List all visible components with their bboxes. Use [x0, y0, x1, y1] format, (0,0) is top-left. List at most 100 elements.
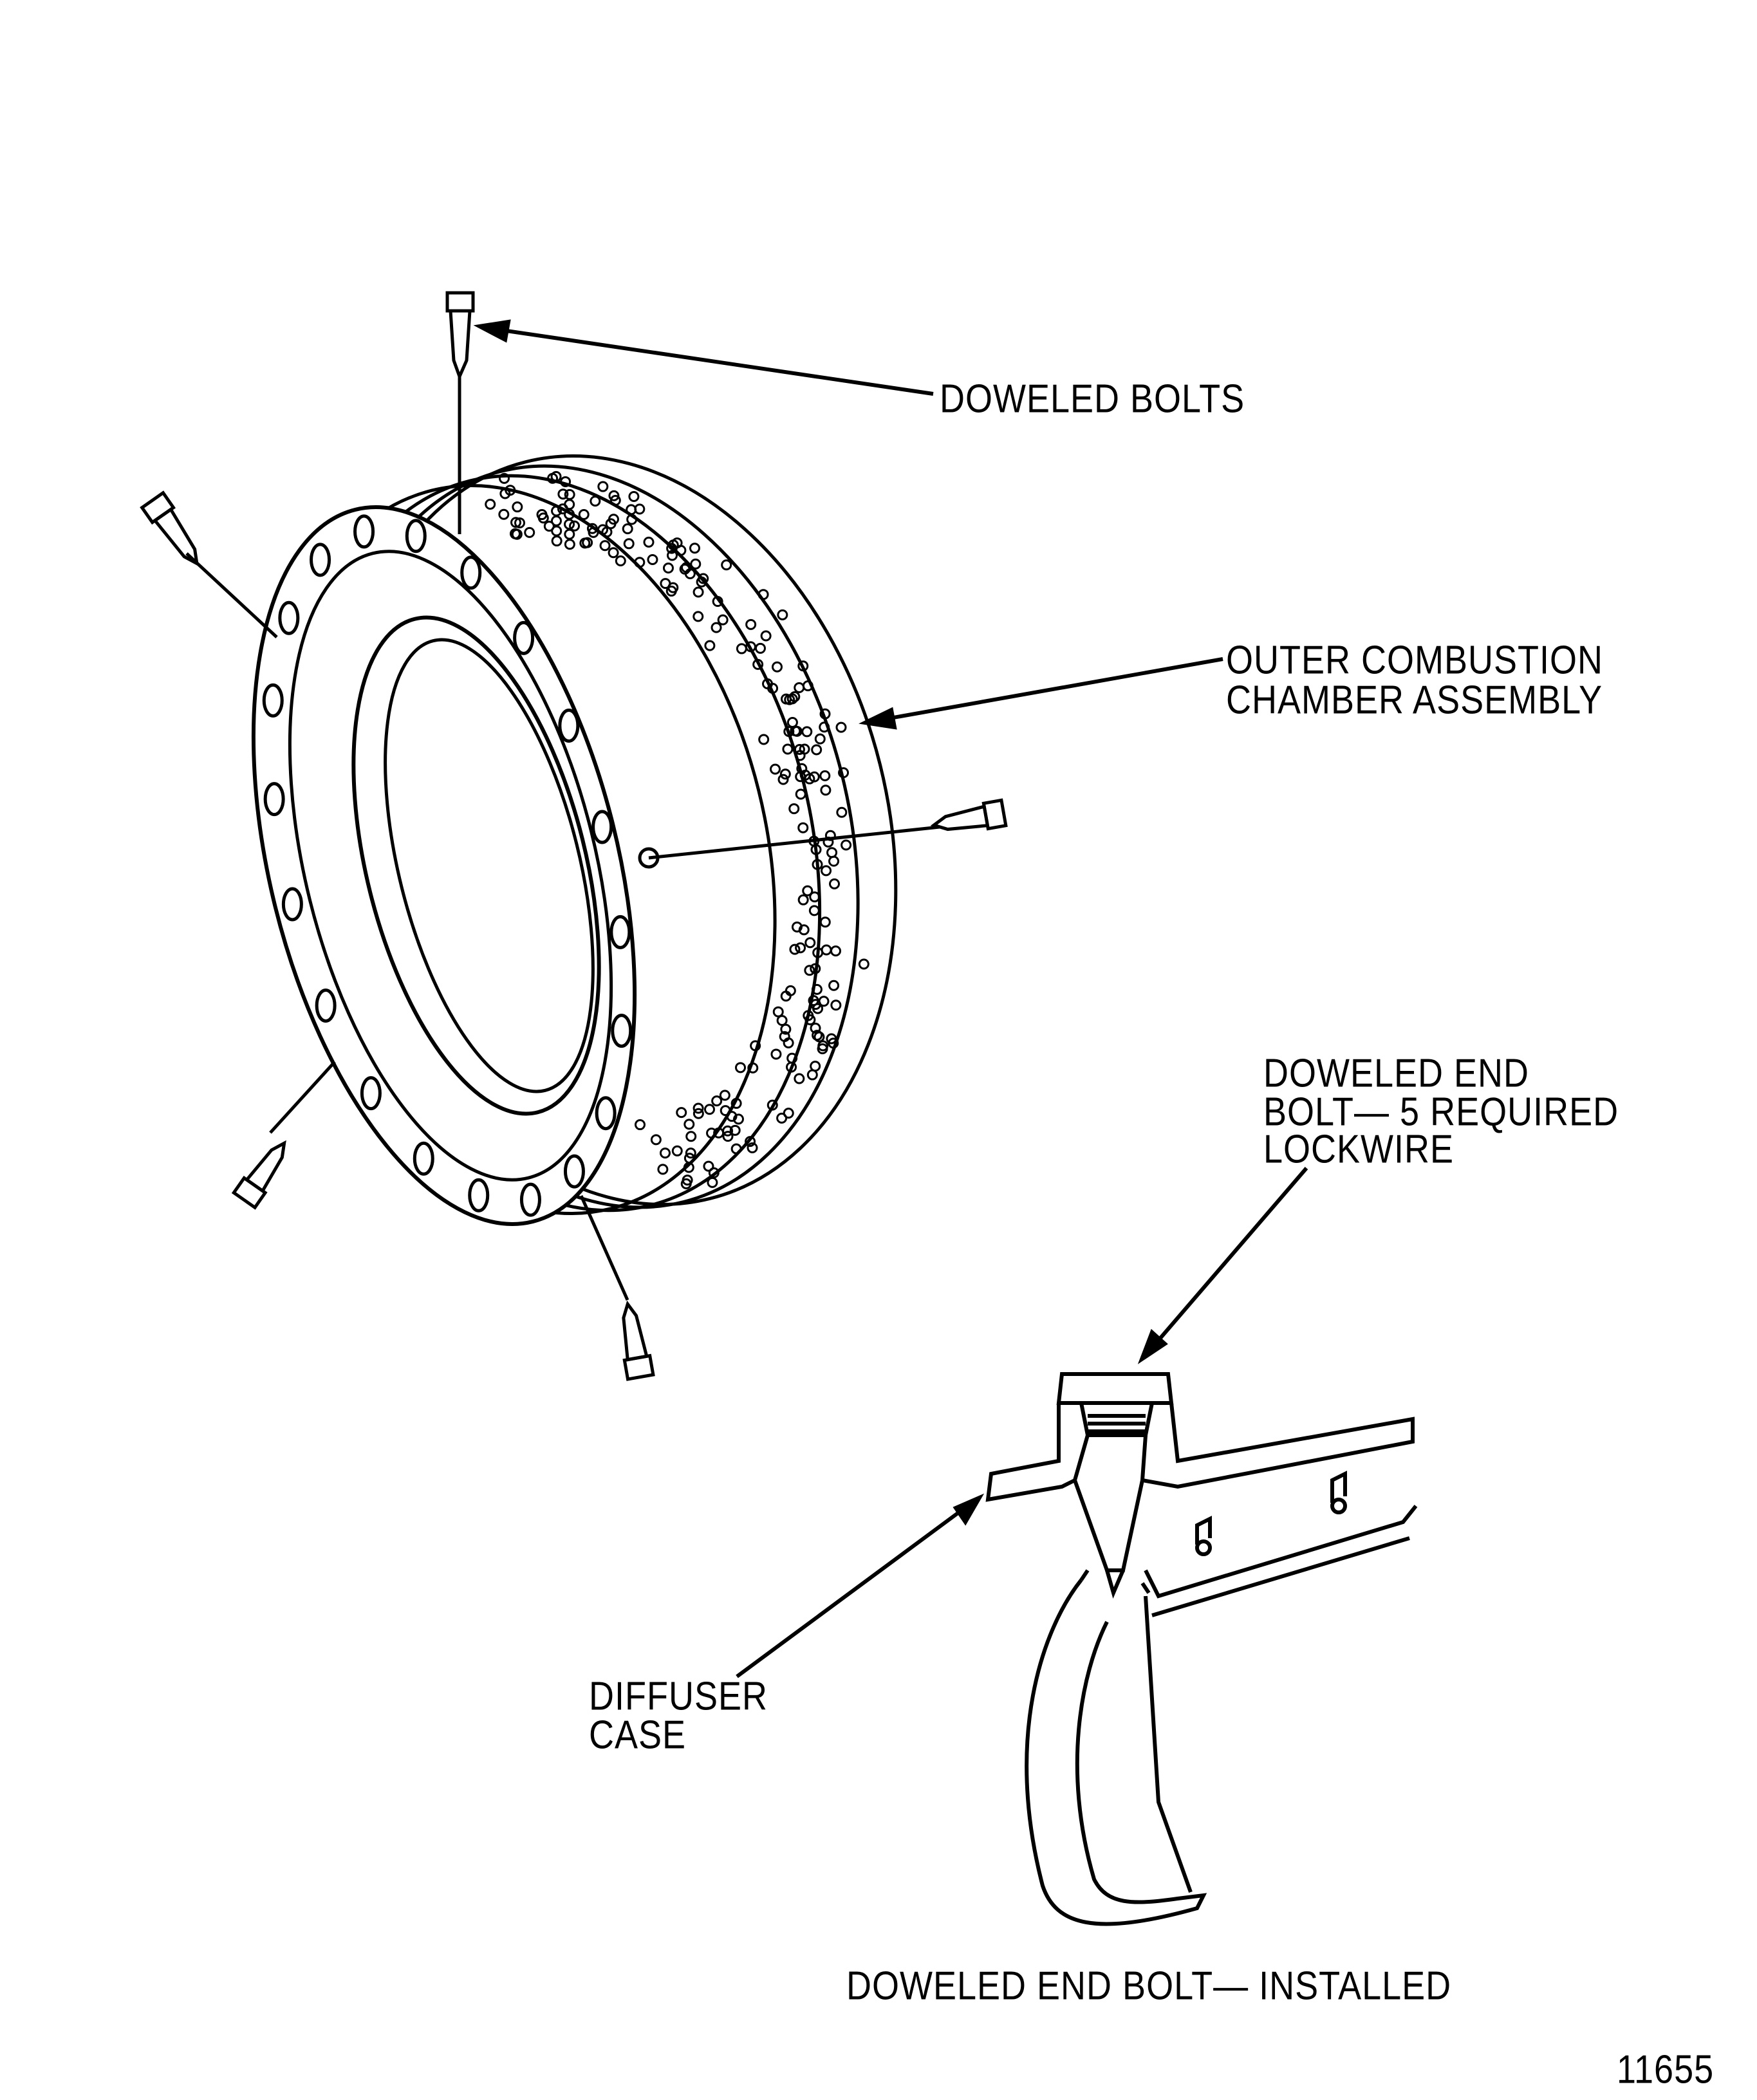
cooling-hole: [780, 1023, 792, 1035]
cooling-hole: [858, 958, 869, 970]
cooling-hole: [776, 1015, 788, 1027]
cooling-hole: [721, 559, 732, 571]
cooling-hole: [608, 547, 619, 559]
diffuser-label-line2: CASE: [589, 1713, 687, 1758]
flange-hole: [519, 1182, 541, 1217]
cooling-hole: [659, 1148, 671, 1159]
bolt-leader-line: [579, 1194, 629, 1301]
end-bolt-label-line3: LOCKWIRE: [1263, 1127, 1455, 1172]
cooling-hole: [783, 1037, 794, 1049]
bolt-leader-line: [648, 825, 940, 860]
doweled-bolt-icon: [140, 490, 200, 567]
cooling-hole: [557, 488, 569, 500]
cooling-hole: [804, 965, 815, 976]
cooling-hole: [590, 496, 601, 507]
cooling-hole: [828, 980, 840, 991]
cooling-hole: [801, 726, 813, 738]
cooling-hole: [797, 660, 809, 672]
cooling-hole: [719, 1090, 730, 1101]
end-bolt-label-line2: BOLT— 5 REQUIRED: [1263, 1090, 1619, 1135]
figure-number: 11655: [1617, 2047, 1715, 2092]
cooling-hole: [685, 1148, 696, 1159]
cooling-hole: [826, 847, 838, 859]
cooling-hole: [711, 622, 722, 633]
cooling-hole: [812, 947, 824, 958]
cooling-hole: [707, 1176, 718, 1188]
flange-hole: [413, 1141, 434, 1176]
cooling-hole: [799, 743, 810, 755]
cooling-hole: [811, 983, 823, 995]
cooling-hole: [722, 1131, 734, 1142]
cooling-hole: [676, 1107, 687, 1119]
cooling-hole: [814, 733, 826, 745]
flange-hole: [609, 915, 631, 949]
cooling-hole: [690, 558, 702, 570]
cooling-hole: [732, 1113, 744, 1125]
cooling-hole: [772, 1006, 784, 1017]
cooling-hole: [626, 514, 638, 525]
cooling-hole: [605, 518, 617, 530]
doweled-bolt-icon: [622, 1300, 655, 1381]
cooling-hole: [729, 1124, 741, 1136]
cooling-hole: [770, 763, 781, 775]
cooling-hole: [693, 611, 704, 622]
flange-hole: [611, 1014, 633, 1048]
doweled-bolts-label: DOWELED BOLTS: [940, 376, 1245, 422]
cooling-hole: [597, 481, 609, 492]
cooling-hole: [578, 509, 590, 521]
cooling-hole: [782, 743, 794, 755]
cooling-hole: [817, 1043, 828, 1055]
cooling-hole: [703, 1104, 715, 1115]
doweled-bolt-icon: [930, 798, 1008, 832]
cooling-hole: [808, 995, 819, 1007]
cooling-hole: [747, 1142, 758, 1153]
flange-hole: [315, 988, 337, 1023]
cooling-hole: [795, 788, 806, 800]
flange-hole: [513, 620, 535, 655]
cooling-hole: [628, 490, 640, 502]
cooling-hole: [622, 523, 633, 535]
cooling-hole: [706, 1128, 718, 1139]
cooling-hole: [791, 921, 803, 933]
cooling-hole: [794, 682, 805, 693]
flange-hole: [468, 1178, 490, 1213]
cooling-hole: [789, 943, 801, 955]
cooling-hole: [795, 942, 806, 954]
cooling-hole: [754, 642, 766, 654]
outer-combustion-chamber-ring: [251, 454, 898, 1226]
cooling-hole: [745, 1136, 756, 1148]
cooling-hole: [804, 1014, 816, 1026]
cooling-hole: [657, 1164, 669, 1175]
cooling-hole: [797, 894, 809, 906]
cooling-hole: [830, 945, 842, 957]
cooling-hole: [752, 658, 764, 670]
cooling-hole: [564, 528, 575, 540]
cooling-hole: [812, 859, 823, 870]
cooling-hole: [804, 937, 816, 949]
cooling-hole: [747, 1062, 759, 1073]
cooling-hole: [708, 1167, 720, 1178]
cooling-hole: [623, 538, 635, 550]
cooling-hole: [810, 844, 822, 855]
cooling-hole: [551, 525, 562, 537]
flange-hole: [595, 1096, 617, 1131]
cooling-hole: [819, 708, 831, 720]
cooling-hole: [564, 488, 575, 500]
cooling-hole: [599, 540, 611, 552]
cooling-hole: [543, 521, 555, 532]
cooling-hole: [812, 1030, 823, 1041]
flange-hole: [360, 1076, 382, 1111]
cooling-hole: [750, 1040, 761, 1052]
cooling-hole: [810, 1022, 821, 1034]
cooling-hole: [836, 806, 848, 818]
flange-hole: [278, 600, 300, 635]
flange-hole: [591, 810, 613, 844]
cooling-hole: [735, 1062, 747, 1073]
cooling-hole: [780, 990, 792, 1002]
cooling-hole: [829, 878, 841, 889]
cooling-hole: [720, 1105, 731, 1117]
cooling-hole: [511, 528, 523, 540]
installed-bolt-cross-section: [985, 1372, 1418, 1926]
cooling-hole: [786, 1052, 798, 1064]
